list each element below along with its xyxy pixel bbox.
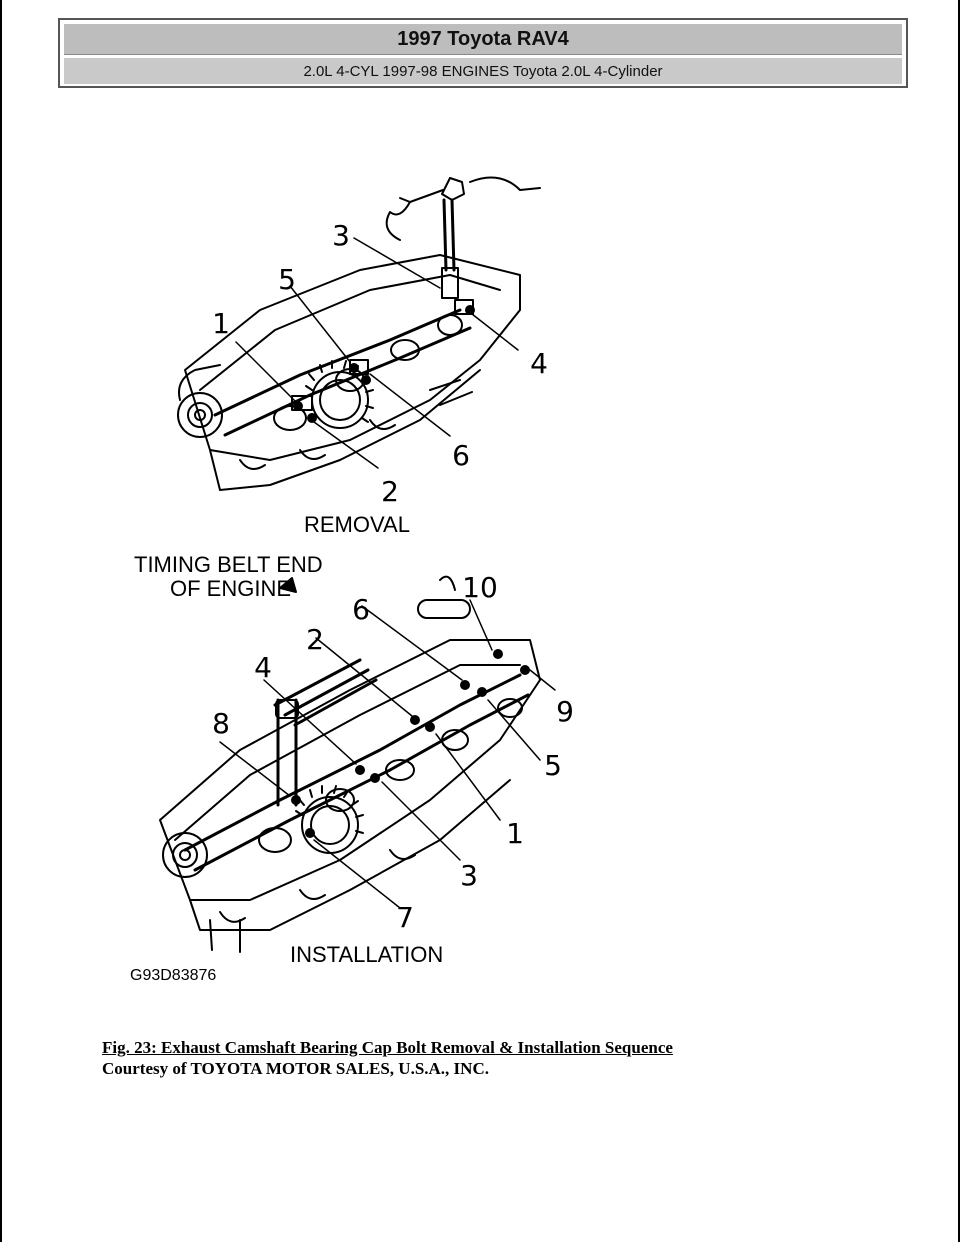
header-title: 1997 Toyota RAV4 [397, 27, 569, 50]
installation-callout-9: 9 [556, 695, 574, 728]
document-header: 1997 Toyota RAV4 2.0L 4-CYL 1997-98 ENGI… [58, 18, 908, 88]
caption-credit: Courtesy of TOYOTA MOTOR SALES, U.S.A., … [102, 1059, 489, 1078]
removal-callout-3: 3 [332, 219, 350, 252]
installation-callout-1: 1 [506, 817, 524, 850]
caption-title: Fig. 23: Exhaust Camshaft Bearing Cap Bo… [102, 1038, 673, 1057]
installation-engine-drawing [159, 575, 556, 953]
removal-callout-6: 6 [452, 439, 470, 472]
installation-callout-6: 6 [352, 593, 370, 626]
figure-caption: Fig. 23: Exhaust Camshaft Bearing Cap Bo… [102, 1037, 862, 1079]
installation-callout-7: 7 [396, 901, 414, 934]
installation-callout-4: 4 [254, 651, 272, 684]
timing-belt-end-label-line1: TIMING BELT END [134, 552, 323, 577]
header-subtitle: 2.0L 4-CYL 1997-98 ENGINES Toyota 2.0L 4… [303, 62, 663, 80]
installation-callout-8: 8 [212, 707, 230, 740]
timing-belt-end-label-line2: OF ENGINE [170, 576, 292, 601]
installation-callout-10: 10 [462, 571, 498, 604]
removal-engine-drawing [177, 176, 541, 491]
removal-label: REMOVAL [304, 512, 410, 537]
header-subtitle-bar: 2.0L 4-CYL 1997-98 ENGINES Toyota 2.0L 4… [64, 58, 902, 84]
figure-code: G93D83876 [130, 967, 217, 984]
installation-callout-5: 5 [544, 749, 562, 782]
removal-callout-4: 4 [530, 347, 548, 380]
header-title-bar: 1997 Toyota RAV4 [64, 24, 902, 55]
engine-line-drawing [159, 176, 556, 953]
removal-callout-5: 5 [278, 263, 296, 296]
removal-callout-1: 1 [212, 307, 230, 340]
installation-callout-2: 2 [306, 623, 324, 656]
installation-callout-3: 3 [460, 859, 478, 892]
removal-callout-2: 2 [381, 475, 399, 508]
installation-label: INSTALLATION [290, 942, 444, 967]
camshaft-diagram-figure: 1 2 3 4 5 6 REMOVAL TIMING BELT END OF E… [100, 160, 660, 1000]
